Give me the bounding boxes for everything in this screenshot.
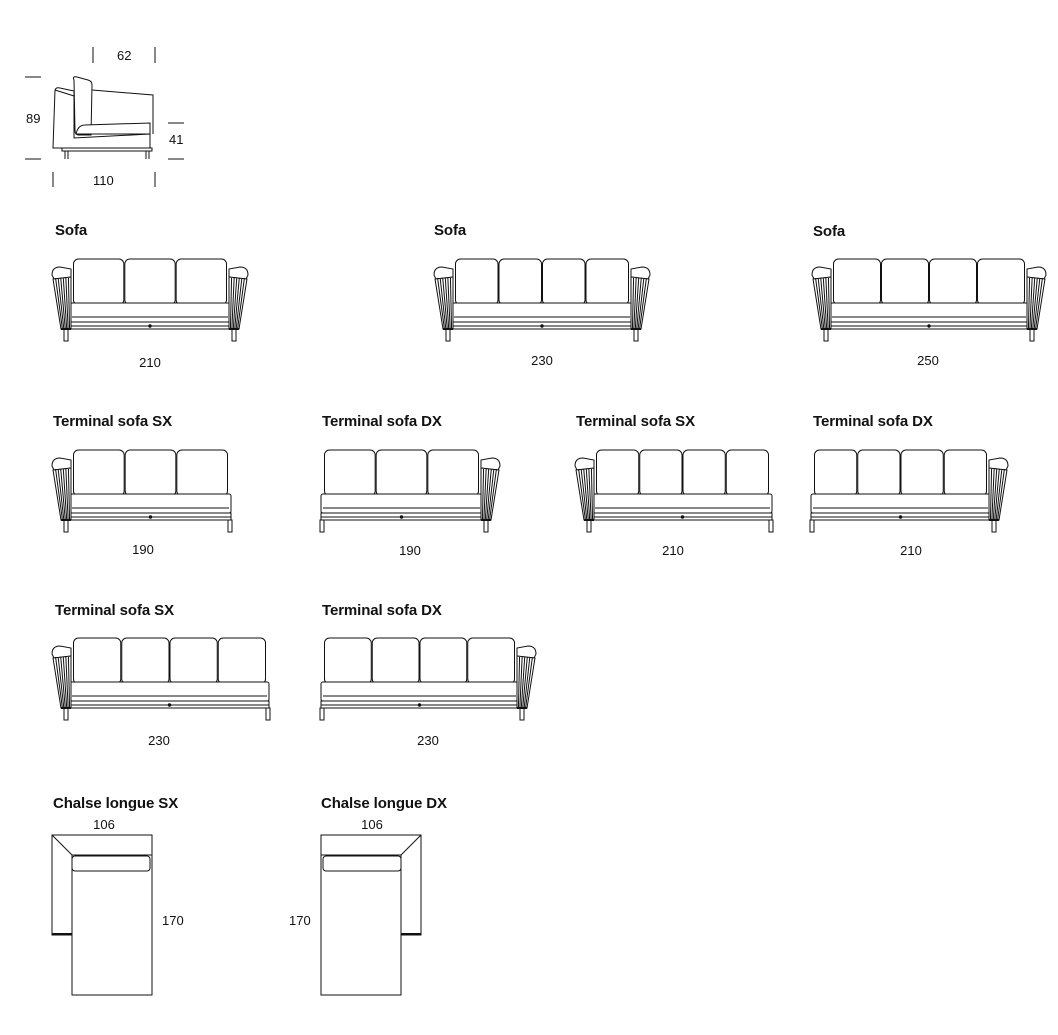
- terminal-sofa-title: Terminal sofa SX: [53, 413, 172, 430]
- terminal-sofa-title: Terminal sofa SX: [576, 413, 695, 430]
- depth-dimension: 62: [117, 48, 132, 63]
- sofa-width-label: 250: [917, 353, 939, 368]
- terminal-sofa-width-label: 230: [417, 733, 439, 748]
- terminal-sofa-front-view: [810, 448, 1010, 534]
- sofa-width-label: 210: [139, 355, 161, 370]
- chaise-width-label: 106: [361, 817, 383, 832]
- chaise-length-label: 170: [289, 913, 311, 928]
- sofa-width-label: 230: [531, 353, 553, 368]
- chaise-longue-plan-view: [319, 833, 429, 997]
- terminal-sofa-front-view: [573, 448, 773, 534]
- chaise-longue-title: Chalse longue SX: [53, 795, 179, 812]
- terminal-sofa-width-label: 210: [900, 543, 922, 558]
- sofa-front-view: [50, 257, 250, 343]
- sofa-title: Sofa: [813, 223, 846, 240]
- terminal-sofa-front-view: [50, 636, 270, 722]
- width-dimension: 110: [93, 173, 114, 188]
- terminal-sofa-title: Terminal sofa DX: [813, 413, 933, 430]
- terminal-sofa-width-label: 190: [132, 542, 154, 557]
- terminal-sofa-front-view: [320, 636, 538, 722]
- sofa-title: Sofa: [55, 222, 88, 239]
- height-dimension: 89: [26, 111, 41, 126]
- sofa-front-view: [810, 257, 1048, 343]
- seat-height-dimension: 41: [169, 132, 184, 147]
- chaise-longue-plan-view: [50, 833, 160, 997]
- terminal-sofa-title: Terminal sofa SX: [55, 602, 174, 619]
- terminal-sofa-front-view: [320, 448, 502, 534]
- terminal-sofa-width-label: 190: [399, 543, 421, 558]
- chaise-longue-title: Chalse longue DX: [321, 795, 447, 812]
- terminal-sofa-title: Terminal sofa DX: [322, 413, 442, 430]
- terminal-sofa-width-label: 210: [662, 543, 684, 558]
- chaise-length-label: 170: [162, 913, 184, 928]
- terminal-sofa-width-label: 230: [148, 733, 170, 748]
- terminal-sofa-front-view: [50, 448, 232, 534]
- chaise-width-label: 106: [93, 817, 115, 832]
- terminal-sofa-title: Terminal sofa DX: [322, 602, 442, 619]
- sofa-title: Sofa: [434, 222, 467, 239]
- sofa-front-view: [432, 257, 652, 343]
- side-view-drawing: [0, 0, 200, 200]
